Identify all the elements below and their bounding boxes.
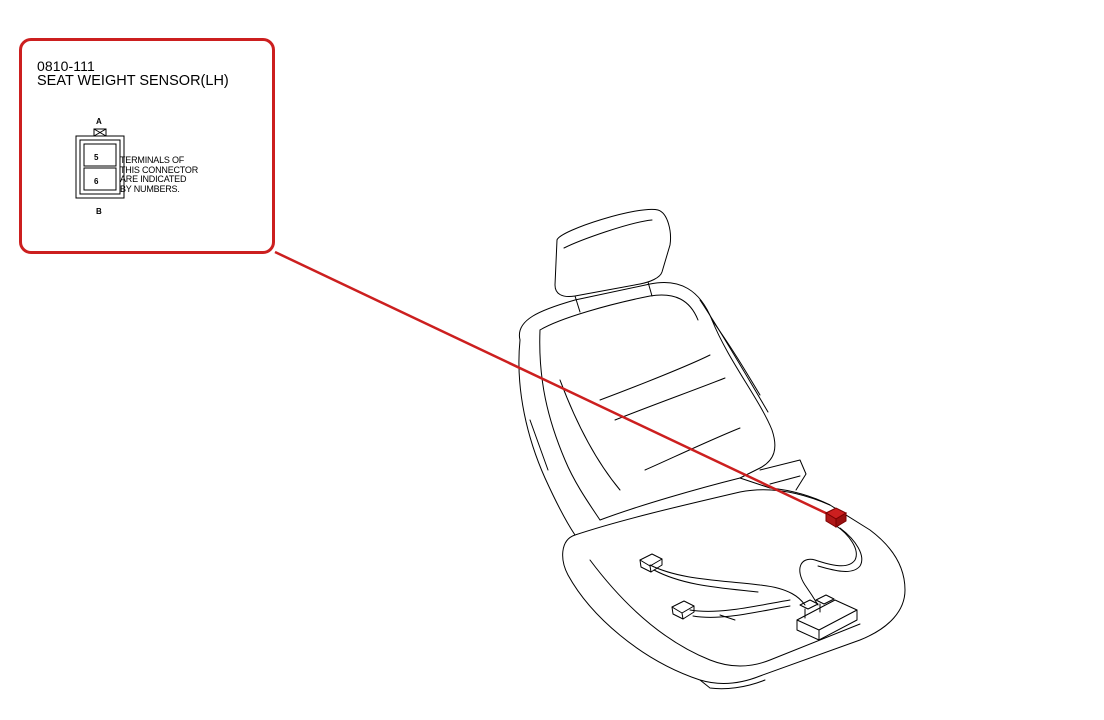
note-line: BY NUMBERS. [120,183,180,194]
note-line: ARE INDICATED [120,174,187,185]
note-line: THIS CONNECTOR [120,164,199,175]
control-module-icon [796,594,858,641]
note-line: TERMINALS OF [120,155,185,165]
leader-line [274,250,833,518]
pin-label-top: A [96,117,102,126]
connector-face-icon [75,128,125,199]
terminal-number: 6 [94,177,99,186]
connector-code: 0810-111 [37,58,95,74]
terminal-note: TERMINALS OF THIS CONNECTOR ARE INDICATE… [120,155,199,194]
pin-label-bottom: B [96,207,102,216]
seat-icon [518,282,906,690]
terminal-number: 5 [94,153,99,162]
connector-icon [639,553,695,620]
connector-callout: 0810-111 SEAT WEIGHT SENSOR(LH) A 5 6 B … [19,38,275,254]
seat-weight-sensor-connector-icon [824,507,848,528]
headrest-icon [554,208,671,313]
connector-name: SEAT WEIGHT SENSOR(LH) [37,73,229,89]
wiring-harness-icon [649,524,863,621]
